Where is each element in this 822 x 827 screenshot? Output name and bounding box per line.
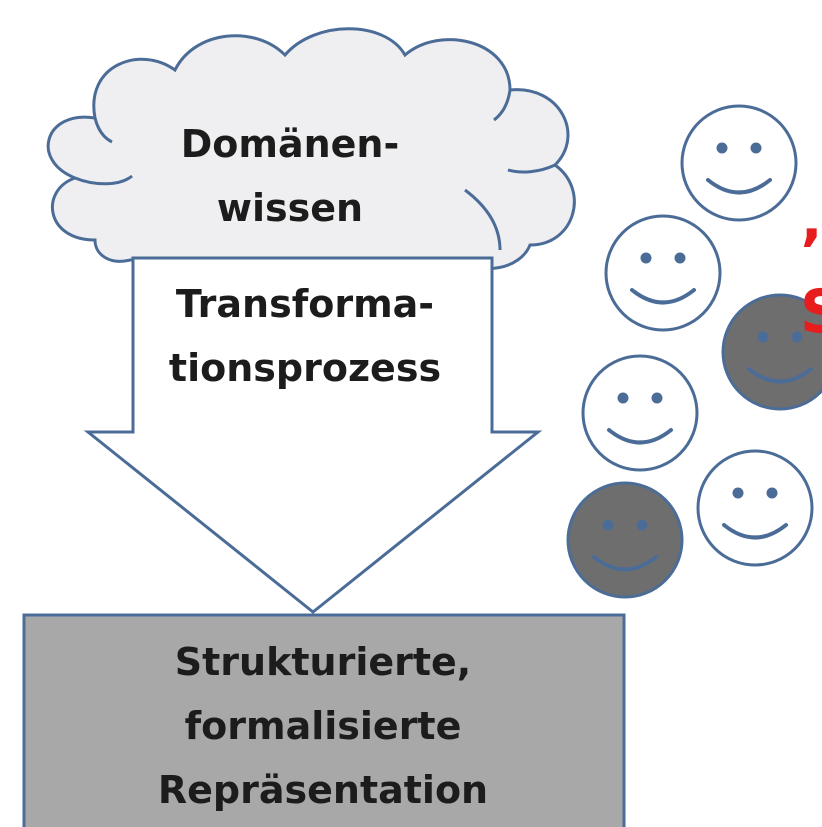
arrow-label-line-1: Transforma- [175, 282, 435, 326]
cutoff-red-text-line-2: S [800, 277, 822, 347]
smiley-light [696, 449, 814, 567]
result-box-label-line-2: formalisierte [184, 704, 462, 748]
smiley-light [581, 354, 699, 472]
cloud-label: Domänen- wissen [130, 112, 450, 240]
down-arrow-shape [83, 256, 543, 614]
result-box-label: Strukturierte, formalisierte Repräsentat… [28, 630, 618, 822]
result-box-shape [22, 613, 626, 827]
cloud-label-line-2: wissen [216, 186, 364, 230]
smiley-dark [566, 481, 684, 599]
smiley-dark [721, 293, 822, 411]
arrow-label-line-2: tionsprozess [168, 346, 442, 390]
cloud-label-line-1: Domänen- [180, 122, 400, 166]
cutoff-red-text-line-1: ’ [800, 217, 822, 287]
result-box-label-line-1: Strukturierte, [174, 640, 472, 684]
cloud-shape [46, 27, 576, 270]
result-box-label-line-3: Repräsentation [157, 768, 489, 812]
smiley-light [680, 104, 798, 222]
arrow-label: Transforma- tionsprozess [135, 272, 475, 400]
cutoff-red-text: ’ S [800, 217, 822, 342]
smiley-light [604, 214, 722, 332]
